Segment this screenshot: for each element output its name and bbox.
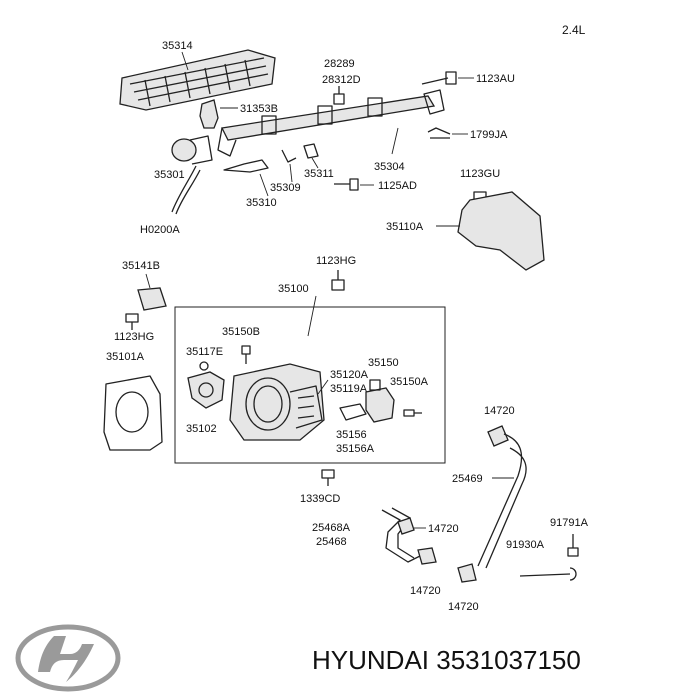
label-35100: 35100: [278, 283, 309, 295]
sensor-31353B: [199, 99, 219, 129]
leader-35311: [311, 157, 319, 169]
label-25468: 25468: [316, 536, 347, 548]
label-35150A: 35150A: [390, 376, 429, 388]
label-14720-d: 14720: [448, 601, 479, 613]
valve-35150: [365, 379, 395, 423]
label-35156A: 35156A: [336, 443, 375, 455]
label-35301: 35301: [154, 169, 185, 181]
label-31353B: 31353B: [240, 103, 278, 115]
label-25469: 25469: [452, 473, 483, 485]
label-35311: 35311: [304, 168, 334, 180]
label-35102: 35102: [186, 423, 217, 435]
engine-size-label: 2.4L: [562, 23, 586, 37]
part-caption: HYUNDAI 3531037150: [312, 640, 692, 680]
screw-35150B: [241, 345, 251, 364]
label-35156: 35156: [336, 429, 367, 441]
leader-35314: [181, 51, 189, 71]
label-91791A: 91791A: [550, 517, 589, 529]
bolt-1123HG-left: [125, 313, 139, 330]
label-35304: 35304: [374, 161, 405, 173]
leader-35304: [391, 127, 399, 155]
connector-35311: [303, 143, 319, 159]
label-1123HG-top: 1123HG: [316, 255, 356, 267]
label-35119A: 35119A: [330, 383, 368, 395]
bracket-35141B: [137, 287, 167, 311]
bracket-35110A: [457, 191, 545, 271]
screw-35150A: [403, 409, 422, 417]
bolt-1125AD: [334, 178, 359, 191]
hose-25468: [381, 507, 421, 563]
label-H0200A: H0200A: [140, 224, 180, 236]
leader-35309: [289, 163, 293, 183]
gasket-35156: [339, 403, 367, 421]
bolt-1339CD: [321, 469, 335, 486]
label-35117E: 35117E: [186, 346, 223, 358]
label-35110A: 35110A: [386, 221, 424, 233]
label-14720-a: 14720: [484, 405, 515, 417]
hose-25469: [477, 433, 527, 569]
hyundai-logo-icon: [15, 624, 121, 692]
label-1125AD: 1125AD: [378, 180, 417, 192]
label-35150: 35150: [368, 357, 399, 369]
label-35150B: 35150B: [222, 326, 260, 338]
bolt-1123AU: [421, 71, 457, 85]
clamp-14720-b: [397, 517, 415, 535]
leader-35141B: [145, 273, 151, 289]
label-28312D: 28312D: [322, 74, 361, 86]
hose-H0200A: [171, 165, 201, 215]
fuel-rail-part: [217, 89, 445, 157]
throttle-body-frame: [174, 306, 446, 464]
part-number: 3531037150: [436, 645, 581, 675]
label-1799JA: 1799JA: [470, 129, 508, 141]
label-1123AU: 1123AU: [476, 73, 515, 85]
label-35101A: 35101A: [106, 351, 145, 363]
label-25468A: 25468A: [312, 522, 351, 534]
clip-1799JA: [427, 127, 451, 139]
wire-91930A: [519, 567, 577, 581]
clamp-14720-c: [417, 547, 437, 565]
clamp-14720-a: [487, 425, 509, 447]
throttle-body-35100: [229, 363, 325, 441]
leader-35100: [307, 295, 317, 337]
label-35309: 35309: [270, 182, 301, 194]
connector-35310: [223, 159, 269, 173]
leader-35310: [259, 173, 269, 197]
oring-35117E: [199, 361, 209, 371]
label-35314: 35314: [162, 40, 193, 52]
label-14720-c: 14720: [410, 585, 441, 597]
label-1123GU: 1123GU: [460, 168, 500, 180]
leader-35120A: [317, 379, 329, 395]
regulator-35301: [171, 135, 213, 165]
sensor-35102: [187, 371, 225, 409]
brand-name: HYUNDAI: [312, 645, 430, 675]
label-91930A: 91930A: [506, 539, 545, 551]
clamp-14720-d: [457, 563, 477, 583]
label-1339CD: 1339CD: [300, 493, 340, 505]
grommet-91791A: [567, 534, 579, 557]
label-35310: 35310: [246, 197, 277, 209]
air-duct-part: [119, 49, 276, 111]
label-14720-b: 14720: [428, 523, 459, 535]
bolt-1123HG-top: [331, 270, 345, 291]
label-28289: 28289: [324, 58, 355, 70]
label-35120A: 35120A: [330, 369, 369, 381]
label-1123HG-left: 1123HG: [114, 331, 154, 343]
gasket-35101A: [103, 375, 163, 451]
label-35141B: 35141B: [122, 260, 160, 272]
bolt-28312D: [333, 86, 345, 105]
clip-35309: [281, 149, 297, 163]
